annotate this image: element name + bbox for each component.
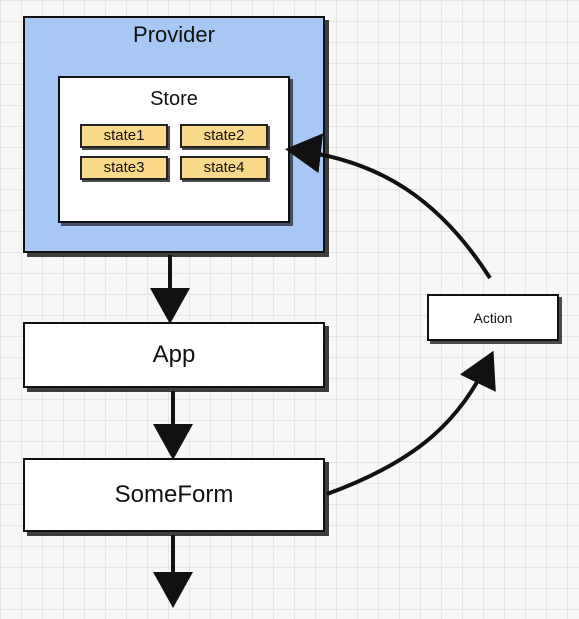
state-3: state3	[80, 156, 168, 180]
store-title: Store	[150, 88, 198, 110]
arrow-action-to-store	[285, 133, 492, 280]
state-2: state2	[180, 124, 268, 148]
action-label: Action	[473, 309, 513, 326]
provider-title: Provider	[133, 22, 215, 47]
someform-box: SomeForm	[23, 458, 325, 532]
app-label: App	[152, 341, 196, 368]
someform-label: SomeForm	[114, 481, 234, 508]
arrow-someform-to-action	[326, 350, 496, 496]
action-box: Action	[427, 294, 559, 341]
state-1: state1	[80, 124, 168, 148]
state-4: state4	[180, 156, 268, 180]
store-box: Store state1 state2 state3 state4	[58, 76, 290, 223]
app-box: App	[23, 322, 325, 388]
